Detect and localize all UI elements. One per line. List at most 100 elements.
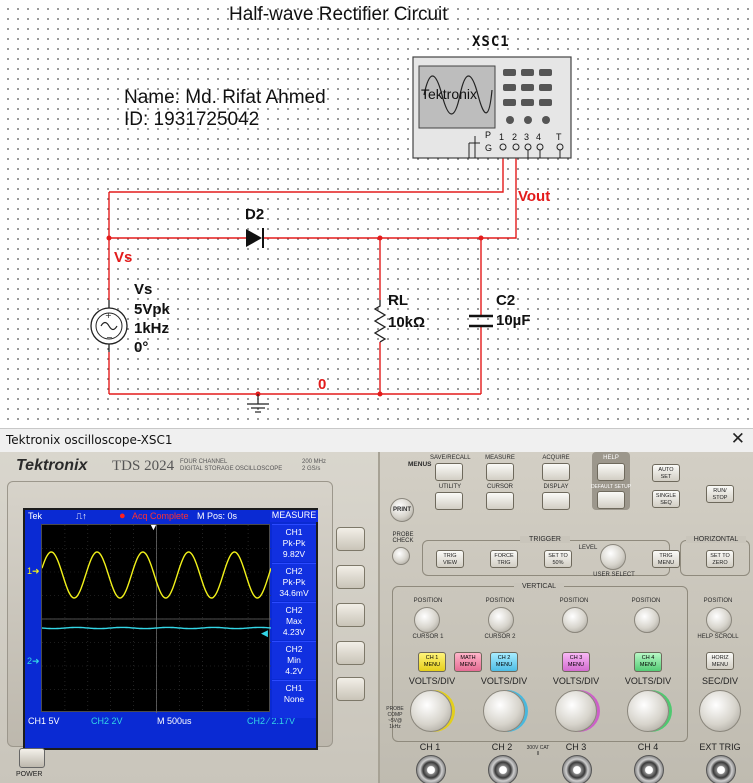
schematic-canvas[interactable]: + −	[0, 0, 753, 428]
ch1-menu-button[interactable]: CH 1 MENU	[418, 652, 446, 672]
sec-div-knob[interactable]	[699, 690, 741, 732]
set-zero-button[interactable]: SET TO ZERO	[706, 550, 734, 568]
ch2-bnc-connector[interactable]	[488, 755, 518, 783]
help-label: HELP	[603, 455, 619, 461]
ch4-volts-div-label: VOLTS/DIV	[624, 676, 672, 686]
option-button-5[interactable]	[336, 677, 365, 701]
screen-readout-bar: CH1 5V CH2 2V M 500us CH2 ⁄ 2.17V	[25, 713, 316, 748]
display-button[interactable]	[542, 492, 570, 510]
cursor2-label: CURSOR 2	[484, 634, 516, 640]
ch1-ground-marker: 1➜	[27, 566, 40, 576]
vertical-label: VERTICAL	[514, 583, 564, 590]
sec-div-label: SEC/DIV	[701, 676, 738, 686]
probe-check-button[interactable]	[392, 547, 410, 565]
ch1-scale: CH1 5V	[28, 716, 60, 726]
ch4-position-knob[interactable]	[634, 607, 660, 633]
option-button-3[interactable]	[336, 603, 365, 627]
ch4-position-label: POSITION	[631, 598, 661, 604]
trigger-level-marker: ◀	[261, 628, 268, 638]
acquire-button[interactable]	[542, 463, 570, 481]
svg-text:−: −	[106, 333, 113, 342]
ext-trig-bnc-connector[interactable]	[706, 755, 736, 783]
ch4-menu-button[interactable]: CH 4 MENU	[634, 652, 662, 672]
print-button[interactable]	[390, 498, 414, 522]
user-select-label: USER SELECT	[593, 572, 635, 578]
option-button-4[interactable]	[336, 641, 365, 665]
ch2-volts-knob[interactable]	[483, 690, 525, 732]
ch1-position-knob[interactable]	[414, 607, 440, 633]
resistor-ref[interactable]: RL	[388, 292, 408, 309]
source-ref[interactable]: Vs	[134, 281, 153, 298]
help-button[interactable]	[597, 463, 625, 481]
single-seq-button[interactable]: SINGLE SEQ	[652, 490, 680, 508]
save-recall-button[interactable]	[435, 463, 463, 481]
source-amplitude: 5Vpk	[134, 301, 170, 318]
instrument-ref: XSC1	[472, 34, 510, 50]
ch4-bnc-connector[interactable]	[634, 755, 664, 783]
probe-check-label: PROBE CHECK	[392, 532, 414, 544]
ch2-scale: CH2 2V	[91, 716, 123, 726]
ext-trig-label: EXT TRIG	[699, 742, 741, 752]
circuit-wires: + −	[90, 56, 572, 413]
ch3-position-knob[interactable]	[562, 607, 588, 633]
trigger-readout: CH2 ⁄ 2.17V	[247, 716, 296, 726]
force-trig-button[interactable]: FORCE TRIG	[490, 550, 518, 568]
ch1-bnc-connector[interactable]	[416, 755, 446, 783]
level-label: LEVEL	[578, 545, 598, 551]
ch4-volts-knob[interactable]	[627, 690, 669, 732]
horiz-menu-button[interactable]: HORIZ MENU	[706, 652, 734, 670]
ch3-volts-div-label: VOLTS/DIV	[552, 676, 600, 686]
terminal-g: G	[485, 143, 493, 153]
ch1-position-label: POSITION	[413, 598, 443, 604]
acquire-label: ACQUIRE	[542, 455, 570, 461]
oscilloscope-window[interactable]: Tektronix oscilloscope-XSC1 ✕ Tektronix …	[0, 428, 753, 783]
default-setup-button[interactable]	[597, 491, 625, 509]
horiz-position-knob[interactable]	[706, 607, 732, 633]
scope-brand: Tektronix	[16, 457, 88, 474]
math-menu-button[interactable]: MATH MENU	[454, 652, 482, 672]
capacitor-value: 10µF	[496, 312, 531, 329]
power-button[interactable]	[19, 748, 45, 768]
scope-screen: Tek ⎍↑ ● Acq Complete M Pos: 0s	[23, 508, 318, 750]
xsc1-instrument	[412, 56, 572, 159]
help-scroll-label: HELP SCROLL	[697, 634, 739, 640]
terminal-3: 3	[524, 132, 530, 142]
option-button-1[interactable]	[336, 527, 365, 551]
ch2-input-label: CH 2	[491, 742, 513, 752]
diode-label[interactable]: D2	[245, 206, 265, 223]
ch2-position-knob[interactable]	[488, 607, 514, 633]
trigger-level-knob[interactable]	[600, 544, 626, 570]
ch1-volts-knob[interactable]	[410, 690, 452, 732]
utility-button[interactable]	[435, 492, 463, 510]
close-icon[interactable]: ✕	[730, 429, 745, 448]
trig-menu-button[interactable]: TRIG MENU	[652, 550, 680, 568]
set-50-button[interactable]: SET TO 50%	[544, 550, 572, 568]
ch2-menu-button[interactable]: CH 2 MENU	[490, 652, 518, 672]
run-stop-button[interactable]: RUN/ STOP	[706, 485, 734, 503]
measure-button[interactable]	[486, 463, 514, 481]
terminal-p: P	[485, 130, 492, 140]
cursor-button[interactable]	[486, 492, 514, 510]
ch3-bnc-connector[interactable]	[562, 755, 592, 783]
ch2-ground-marker: 2➜	[27, 656, 40, 666]
print-label: PRINT	[393, 507, 411, 513]
ch2-volts-div-label: VOLTS/DIV	[480, 676, 528, 686]
option-button-2[interactable]	[336, 565, 365, 589]
ch3-menu-button[interactable]: CH 3 MENU	[562, 652, 590, 672]
cat-rating-label: 300V CAT II	[526, 745, 550, 757]
utility-label: UTILITY	[438, 484, 462, 490]
trig-view-button[interactable]: TRIG VIEW	[436, 550, 464, 568]
terminal-1: 1	[499, 132, 505, 142]
control-panel: MENUS SAVE/RECALL MEASURE ACQUIRE HELP D…	[378, 452, 753, 783]
autoset-button[interactable]: AUTO SET	[652, 464, 680, 482]
ch3-volts-knob[interactable]	[555, 690, 597, 732]
scope-model: TDS 2024	[112, 458, 175, 474]
capacitor-ref[interactable]: C2	[496, 292, 516, 309]
